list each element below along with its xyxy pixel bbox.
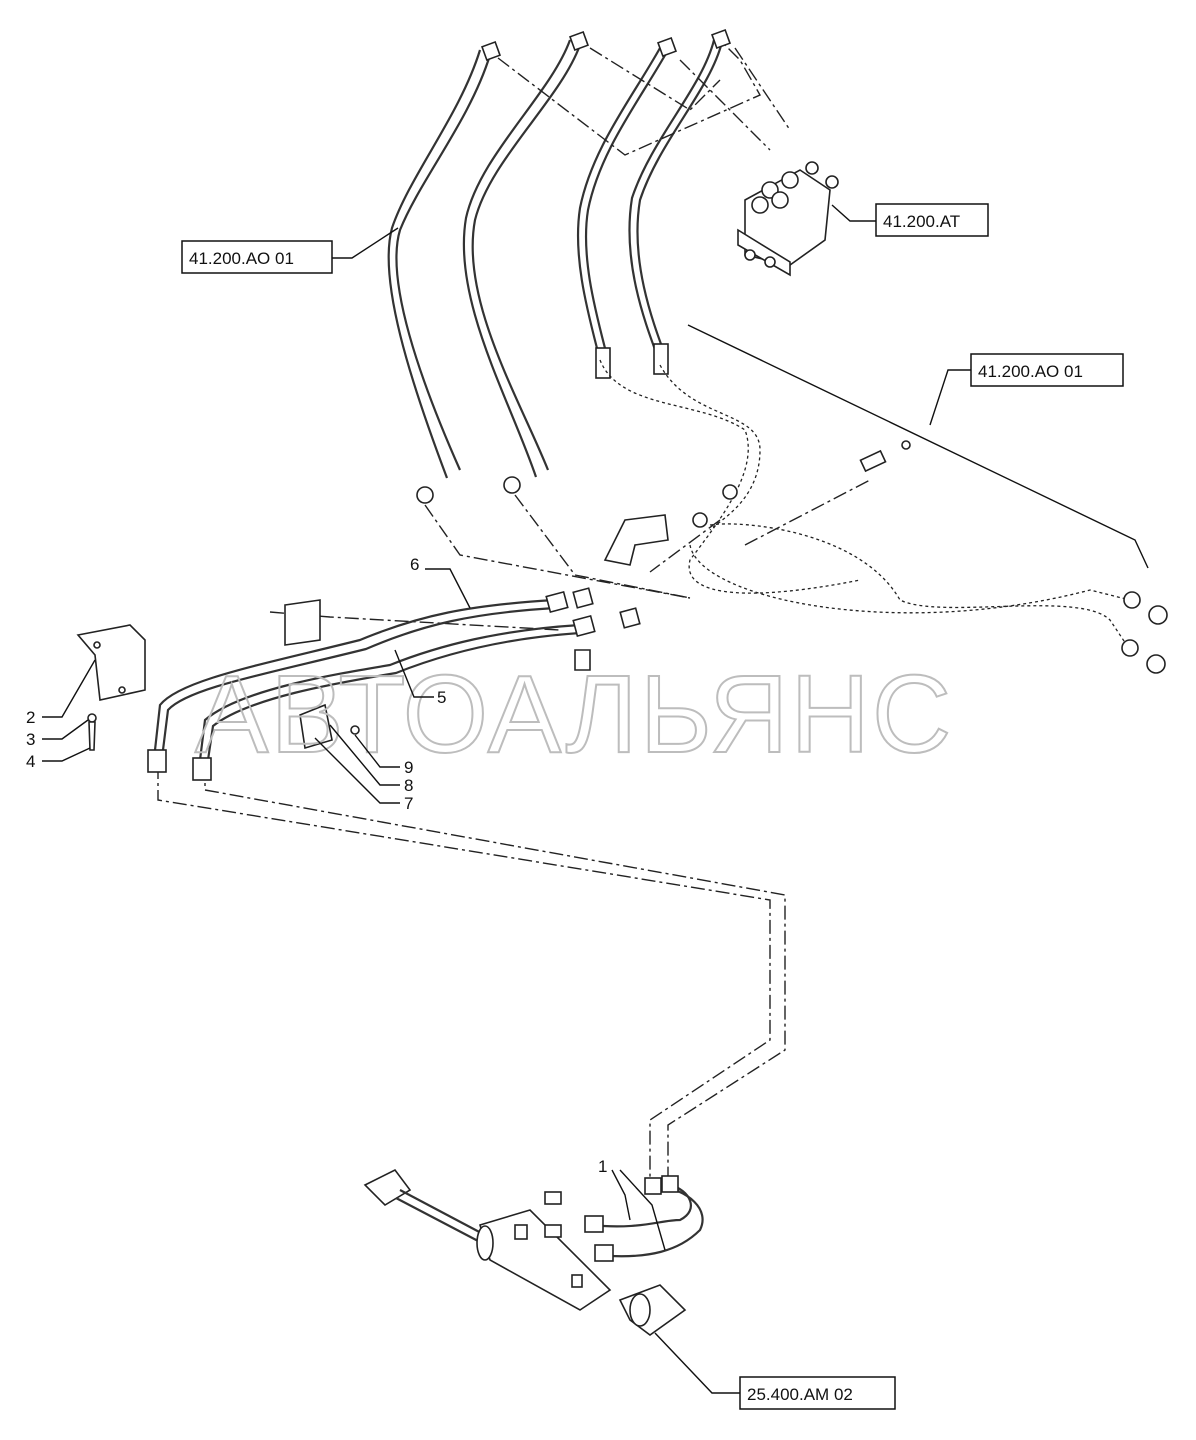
rigid-pipes (147, 587, 641, 781)
callout-6: 6 (410, 555, 419, 574)
ref-hoses-left: 41.200.AO 01 (181, 240, 333, 274)
right-fittings (692, 440, 1168, 674)
callout-9: 9 (404, 758, 413, 777)
callout-leaders (42, 568, 666, 1251)
callout-5: 5 (437, 688, 446, 707)
watermark-text: АВТОАЛЬЯНС (195, 653, 953, 776)
ref-hoses-right-label: 41.200.AO 01 (978, 362, 1083, 381)
ref-steering-unit-label: 41.200.AT (883, 212, 960, 231)
ref-hoses-right: 41.200.AO 01 (970, 353, 1124, 387)
steering-cylinder (363, 1168, 704, 1336)
steering-unit (737, 161, 839, 277)
callout-4: 4 (26, 752, 35, 771)
callout-2: 2 (26, 708, 35, 727)
callout-8: 8 (404, 776, 413, 795)
ref-leaders (332, 204, 1149, 1394)
callout-1: 1 (598, 1157, 607, 1176)
callout-3: 3 (26, 730, 35, 749)
upper-hoses (387, 29, 731, 504)
callout-7: 7 (404, 794, 413, 813)
ref-steering-unit: 41.200.AT (875, 203, 989, 237)
assembly-lines (157, 44, 1131, 1180)
brackets (76, 514, 669, 751)
ref-cylinder-label: 25.400.AM 02 (747, 1385, 853, 1404)
ref-cylinder: 25.400.AM 02 (739, 1376, 896, 1410)
ref-hoses-left-label: 41.200.AO 01 (189, 249, 294, 268)
